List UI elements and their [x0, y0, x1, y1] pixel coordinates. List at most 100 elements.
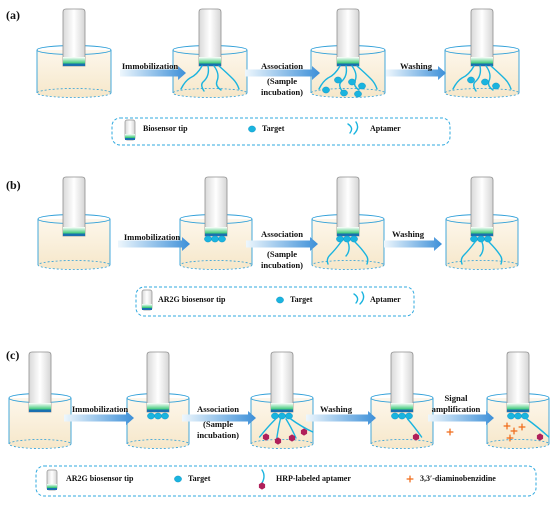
target-dot [154, 412, 162, 420]
panel-label-b: (b) [6, 178, 21, 192]
aptamer-strand [180, 65, 203, 90]
legend-tip-icon-c [46, 469, 58, 491]
legend-b-labels: AR2G biosensor tip Target Aptamer [158, 295, 401, 304]
arrow-b-washing [384, 237, 442, 251]
panel-label-a: (a) [6, 8, 20, 22]
well-fill [311, 50, 386, 98]
tip-body [506, 351, 530, 413]
tip-sensor-band [337, 227, 359, 234]
dab-molecule [518, 423, 526, 431]
tip-sensor-edge [337, 233, 359, 236]
biosensor-tip-a-2 [198, 8, 222, 67]
aptamer-strand [354, 241, 369, 265]
dab-molecule-c [446, 428, 454, 436]
tip-body [270, 351, 294, 413]
tip-body [390, 351, 414, 413]
legend-dab-icon [406, 475, 414, 483]
target-dot [507, 412, 515, 420]
well-fill [37, 50, 111, 98]
step-incubation: incubation) [261, 260, 303, 270]
target-dot [405, 412, 413, 420]
legend-aptamer-label: Aptamer [370, 124, 401, 133]
step-washing: Washing [400, 61, 433, 71]
legend-tip-label: AR2G biosensor tip [158, 295, 226, 304]
tip-sensor-edge [507, 409, 529, 412]
arrow-a-association [245, 66, 320, 80]
legend-c-labels: AR2G biosensor tip Target HRP-labeled ap… [66, 474, 496, 483]
aptamer-strand [490, 65, 512, 90]
target-dot [492, 82, 500, 90]
biosensor-tip-c-2 [146, 351, 170, 413]
well-a-1 [36, 45, 112, 98]
tip-body [336, 176, 360, 237]
target-dot [470, 235, 478, 243]
aptamer-strand [290, 418, 314, 433]
dab-molecule [503, 422, 511, 430]
tip-sensor-edge [63, 63, 85, 66]
legend-tip-label: Biosensor tip [143, 124, 188, 133]
well-b-2 [179, 214, 253, 270]
tip-body [204, 176, 228, 237]
well-fill [127, 398, 189, 449]
legend-tip-icon-b [141, 289, 153, 311]
hrp-enzyme [274, 437, 282, 445]
aptamers-b-3 [326, 241, 369, 265]
legend-tip-label: AR2G biosensor tip [66, 474, 134, 483]
tip-sensor-band [471, 57, 493, 64]
legend-aptamer-icon-b [353, 291, 365, 305]
tip-sensor-band [471, 227, 493, 234]
tip-sensor-band [337, 57, 359, 64]
tip-sensor-edge [391, 409, 413, 412]
tip-sensor-band [391, 403, 413, 410]
aptamer-strand [485, 65, 494, 91]
panel-b-step-labels: Immobilization Association (Sample incub… [124, 229, 425, 270]
aptamers-a-3 [318, 65, 378, 92]
biosensor-tip-b-1 [62, 176, 86, 237]
tip-sensor-band [147, 403, 169, 410]
tip-sensor-band [199, 57, 221, 64]
aptamer-strand [201, 65, 210, 92]
step-sample: (Sample [203, 419, 233, 429]
legend-target-icon-c [174, 475, 182, 483]
hrp-enzyme [536, 433, 544, 441]
biosensor-tip-c-1 [28, 351, 52, 413]
legend-target-icon-a [248, 125, 256, 133]
aptamer-strand [345, 241, 350, 257]
legend-target-icon-b [276, 296, 284, 304]
hrp-aptamers [258, 418, 314, 445]
aptamer-strand [460, 241, 476, 265]
panel-a-step-labels: Immobilization Association (Sample incub… [122, 61, 433, 97]
hrp-enzyme [412, 433, 420, 441]
step-immobilization: Immobilization [124, 232, 181, 242]
step-amplification: amplification [432, 404, 481, 414]
dab-molecule [510, 427, 518, 435]
well-fill [445, 50, 519, 98]
well-fill [38, 219, 110, 270]
target-dot [204, 235, 212, 243]
step-signal: Signal [445, 393, 469, 403]
aptamers-a-4 [452, 65, 512, 92]
panel-label-c: (c) [6, 348, 19, 362]
legend-hrp-aptamer-icon [258, 469, 266, 490]
target-dot [285, 412, 293, 420]
biosensor-tip-b-3 [336, 176, 360, 237]
aptamer-strand [326, 241, 342, 265]
legend-hrp-aptamer-label: HRP-labeled aptamer [276, 474, 351, 483]
arrow-c-association [182, 411, 256, 425]
biosensor-tip-c-3 [270, 351, 294, 413]
target-dot [484, 235, 492, 243]
step-incubation: incubation) [197, 430, 239, 440]
target-dot [211, 235, 219, 243]
tip-sensor-band [29, 403, 51, 410]
tip-sensor-edge [205, 233, 227, 236]
target-dot [271, 412, 279, 420]
legend-tip-edge [47, 488, 57, 490]
tip-sensor-edge [471, 63, 493, 66]
biosensor-tip-a-4 [470, 8, 494, 67]
tip-body [62, 176, 86, 237]
aptamers-b-4 [460, 241, 503, 265]
tip-sensor-band [271, 403, 293, 410]
tip-body [146, 351, 170, 413]
legend-aptamer-label: Aptamer [370, 295, 401, 304]
